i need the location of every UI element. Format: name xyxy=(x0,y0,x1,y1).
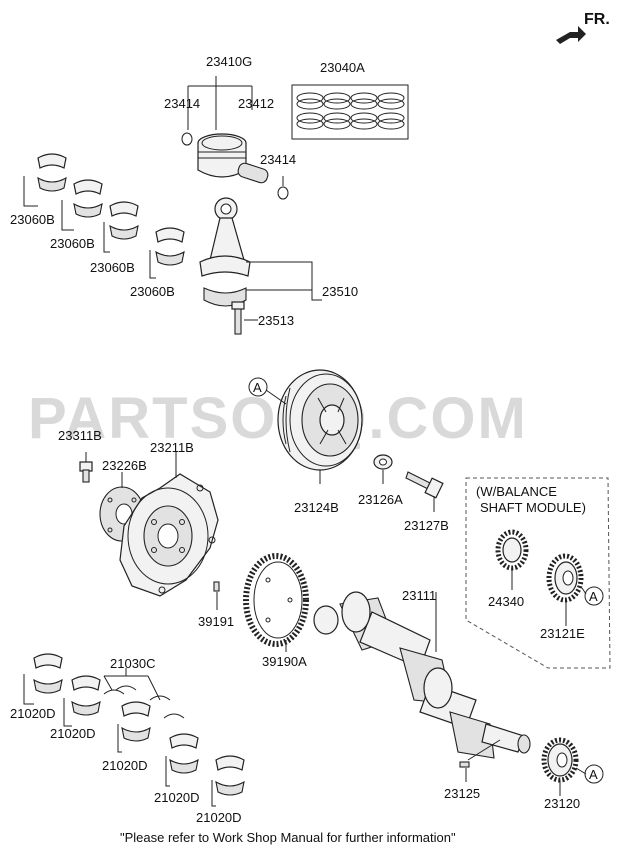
label-24340[interactable]: 24340 xyxy=(488,594,524,609)
main-bearing-2[interactable] xyxy=(71,675,101,716)
piston-ring-set[interactable] xyxy=(291,84,409,140)
crankshaft-damper-pulley[interactable] xyxy=(277,369,363,471)
label-23414-right[interactable]: 23414 xyxy=(260,152,296,167)
label-39191[interactable]: 39191 xyxy=(198,614,234,629)
svg-text:A: A xyxy=(253,380,262,395)
main-bearing-1[interactable] xyxy=(33,653,63,694)
footer-note: "Please refer to Work Shop Manual for fu… xyxy=(120,830,456,845)
label-21020D-5[interactable]: 21020D xyxy=(196,810,242,825)
label-23510[interactable]: 23510 xyxy=(322,284,358,299)
label-21020D-4[interactable]: 21020D xyxy=(154,790,200,805)
label-23226B[interactable]: 23226B xyxy=(102,458,147,473)
label-21030C[interactable]: 21030C xyxy=(110,656,156,671)
label-23513[interactable]: 23513 xyxy=(258,313,294,328)
conrod-bearing-3[interactable] xyxy=(109,201,139,240)
pulley-bolt[interactable] xyxy=(405,471,444,499)
watermark: PARTSOUQ.COM xyxy=(28,386,528,451)
pulley-washer[interactable] xyxy=(373,454,393,470)
main-bearing-3[interactable] xyxy=(121,701,151,742)
thrust-washer-2[interactable] xyxy=(115,685,137,691)
conrod-bearing-1[interactable] xyxy=(37,153,67,192)
label-21020D-1[interactable]: 21020D xyxy=(10,706,56,721)
label-23060B-2[interactable]: 23060B xyxy=(50,236,95,251)
piston[interactable] xyxy=(197,133,247,178)
balance-box-line-2: SHAFT MODULE) xyxy=(480,500,586,515)
label-23124B[interactable]: 23124B xyxy=(294,500,339,515)
snap-ring-left[interactable] xyxy=(181,132,193,146)
callout-a-pulley: A xyxy=(248,377,268,397)
thrust-washer-4[interactable] xyxy=(163,713,185,719)
label-21020D-2[interactable]: 21020D xyxy=(50,726,96,741)
label-21020D-3[interactable]: 21020D xyxy=(102,758,148,773)
label-23060B-1[interactable]: 23060B xyxy=(10,212,55,227)
drive-plate[interactable] xyxy=(119,473,219,597)
thrust-washer-1[interactable] xyxy=(103,689,125,695)
label-23414-left[interactable]: 23414 xyxy=(164,96,200,111)
label-23311B[interactable]: 23311B xyxy=(58,428,102,443)
ring-gear[interactable] xyxy=(243,553,309,647)
piston-pin[interactable] xyxy=(237,162,270,185)
callout-a-balance-gear: A xyxy=(584,586,604,606)
label-23125[interactable]: 23125 xyxy=(444,786,480,801)
crankshaft-gear[interactable] xyxy=(541,737,579,783)
main-bearing-4[interactable] xyxy=(169,733,199,774)
conrod-bearing-4[interactable] xyxy=(155,227,185,266)
callout-a-crank-gear: A xyxy=(584,764,604,784)
balance-shaft-gear-small[interactable] xyxy=(495,529,529,571)
thrust-washer-3[interactable] xyxy=(149,695,171,701)
svg-text:A: A xyxy=(589,767,598,782)
label-23127B[interactable]: 23127B xyxy=(404,518,449,533)
balance-shaft-gear-large[interactable] xyxy=(546,553,584,603)
balance-box-line-1: (W/BALANCE xyxy=(476,484,557,499)
label-23120[interactable]: 23120 xyxy=(544,796,580,811)
label-23121E[interactable]: 23121E xyxy=(540,626,585,641)
crankshaft[interactable] xyxy=(313,591,531,759)
label-39190A[interactable]: 39190A xyxy=(262,654,307,669)
label-23412[interactable]: 23412 xyxy=(238,96,274,111)
label-23040A[interactable]: 23040A xyxy=(320,60,365,75)
front-direction-label: FR. xyxy=(584,11,610,28)
label-23126A[interactable]: 23126A xyxy=(358,492,403,507)
connecting-rod[interactable] xyxy=(199,197,251,307)
main-bearing-5[interactable] xyxy=(215,755,245,796)
label-23060B-4[interactable]: 23060B xyxy=(130,284,175,299)
conrod-bearing-2[interactable] xyxy=(73,179,103,218)
label-23410G[interactable]: 23410G xyxy=(206,54,252,69)
label-23111[interactable]: 23111 xyxy=(402,588,436,603)
label-23060B-3[interactable]: 23060B xyxy=(90,260,135,275)
label-23211B[interactable]: 23211B xyxy=(150,440,194,455)
svg-text:A: A xyxy=(589,589,598,604)
dowel-pin[interactable] xyxy=(213,581,220,592)
snap-ring-right[interactable] xyxy=(277,186,289,200)
connecting-rod-bolt[interactable] xyxy=(231,301,245,335)
flywheel-bolt[interactable] xyxy=(79,461,93,483)
front-direction-arrow-icon xyxy=(556,26,586,44)
woodruff-key[interactable] xyxy=(459,761,470,768)
